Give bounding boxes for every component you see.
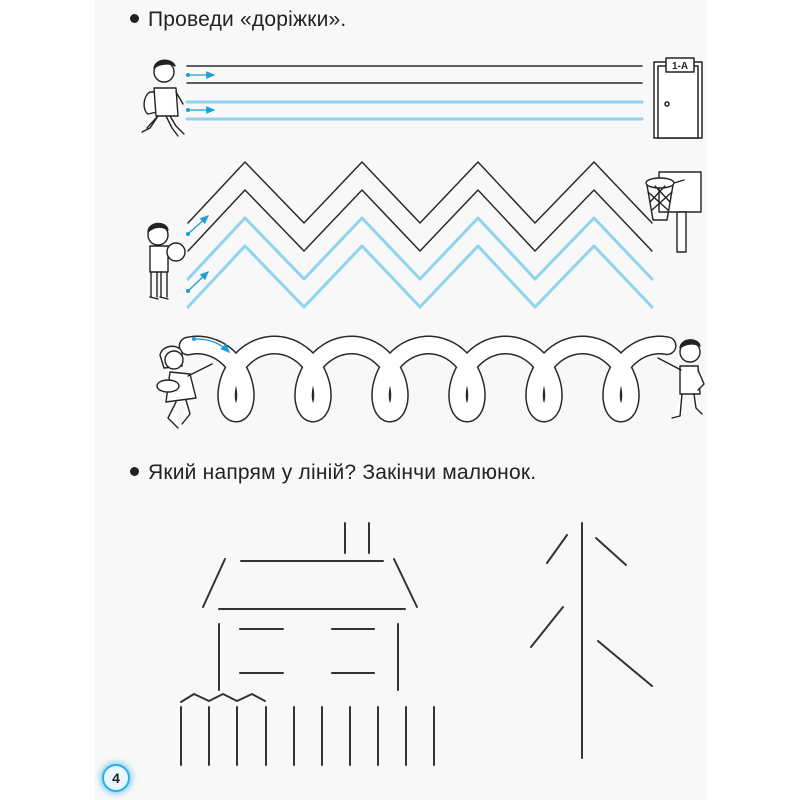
- classroom-door-illustration: 1-А: [653, 57, 703, 139]
- page-number-badge: 4: [102, 764, 130, 792]
- zigzag-tracks: [186, 161, 654, 309]
- arrow-right-icon: [186, 106, 216, 114]
- loop-track: [178, 335, 677, 423]
- house-dotted-drawing: [180, 522, 435, 766]
- bullet-icon: [130, 13, 139, 23]
- arrow-start-dot: [192, 337, 196, 341]
- door-room-label: 1-А: [672, 61, 688, 72]
- task2-heading-text: Який напрям у ліній? Закінчи малюнок.: [148, 461, 537, 484]
- zigzag-line-black: [187, 189, 653, 252]
- tree-dotted-drawing: [530, 522, 653, 759]
- fence-top-zigzag: [180, 693, 266, 703]
- zigzag-line-blue: [186, 216, 654, 281]
- straight-tracks: [185, 65, 644, 121]
- roof-left-line: [202, 558, 226, 608]
- boy-waving-illustration: [657, 339, 705, 419]
- arrow-curved-icon: [193, 338, 230, 353]
- basketball-hoop-illustration: [645, 171, 702, 253]
- arrow-right-icon: [186, 71, 216, 79]
- branch-line: [597, 640, 653, 687]
- zigzag-line-blue: [186, 244, 654, 309]
- branch-line: [595, 537, 627, 566]
- zigzag-line-black: [187, 161, 653, 224]
- task2-heading: Який напрям у ліній? Закінчи малюнок.: [130, 461, 536, 485]
- bullet-icon: [130, 466, 139, 476]
- roof-right-line: [393, 558, 418, 608]
- task1-heading-text: Проведи «доріжки».: [148, 8, 347, 31]
- fence-posts: [180, 706, 435, 766]
- boy-with-ball-illustration: [147, 222, 186, 300]
- arrow-diagonal-icon: [186, 215, 209, 236]
- branch-line: [546, 534, 568, 564]
- task1-heading: Проведи «доріжки».: [130, 8, 346, 32]
- girl-illustration: [156, 345, 213, 429]
- arrow-diagonal-icon: [186, 271, 209, 293]
- boy-with-backpack-illustration: [141, 59, 185, 137]
- branch-line: [530, 606, 564, 648]
